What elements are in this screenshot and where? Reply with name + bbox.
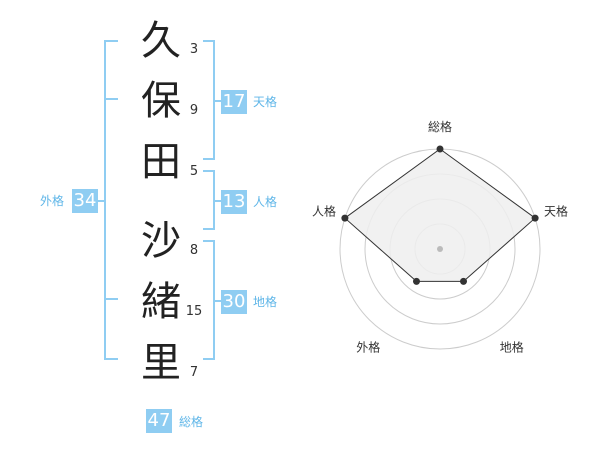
- stroke-count-2: 9: [189, 103, 199, 118]
- radar-axis-label-4: 外格: [356, 340, 380, 355]
- stroke-count-1: 3: [189, 42, 199, 57]
- radar-axis-label-3: 地格: [500, 340, 524, 355]
- gaikaku-value: 34: [72, 189, 98, 213]
- gaikaku-tick-1: [104, 98, 118, 100]
- soukaku-label: 総格: [179, 415, 204, 429]
- name-char-6: 里: [141, 340, 181, 386]
- soukaku-value: 47: [146, 409, 172, 433]
- name-char-3: 田: [141, 139, 181, 185]
- gaikaku-tick-2: [104, 298, 118, 300]
- tenkaku-value: 17: [221, 90, 247, 114]
- tenkaku-connector: [213, 100, 221, 102]
- name-char-5: 緒: [141, 279, 181, 325]
- name-char-2: 保: [141, 78, 181, 124]
- stroke-count-5: 15: [185, 304, 203, 319]
- radar-axis-label-5: 人格: [312, 203, 336, 218]
- radar-point-2: [531, 214, 539, 222]
- radar-point-4: [412, 277, 420, 285]
- stroke-count-6: 7: [189, 365, 199, 380]
- stroke-count-4: 8: [189, 243, 199, 258]
- radar-data-polygon: [344, 148, 536, 282]
- jinkaku-label: 人格: [253, 195, 278, 209]
- gaikaku-label: 外格: [40, 194, 65, 208]
- radar-axis-label-2: 天格: [544, 203, 568, 218]
- stroke-count-3: 5: [189, 164, 199, 179]
- gaikaku-connector: [98, 200, 106, 202]
- chikaku-label: 地格: [253, 295, 278, 309]
- jinkaku-value: 13: [221, 190, 247, 214]
- name-char-4: 沙: [141, 218, 181, 264]
- radar-axis-label-1: 総格: [428, 119, 452, 134]
- jinkaku-connector: [213, 200, 221, 202]
- chikaku-connector: [213, 300, 221, 302]
- name-char-1: 久: [141, 18, 181, 64]
- radar-point-1: [436, 145, 444, 153]
- radar-center-point: [437, 246, 443, 252]
- radar-point-3: [460, 277, 468, 285]
- chikaku-value: 30: [221, 290, 247, 314]
- radar-point-5: [341, 214, 349, 222]
- tenkaku-label: 天格: [253, 95, 278, 109]
